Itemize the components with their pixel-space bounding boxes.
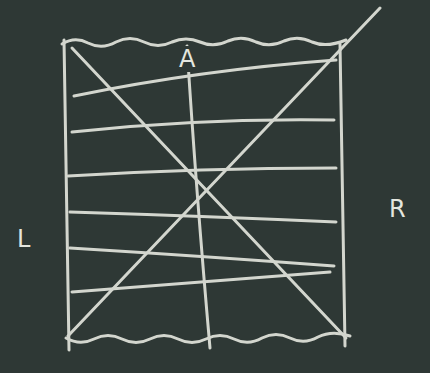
- right-boundary: [340, 44, 345, 346]
- wavy-top-boundary: [62, 38, 346, 46]
- slice-line: [70, 248, 334, 266]
- slice-line: [72, 272, 330, 292]
- left-boundary: [64, 40, 69, 350]
- slice-line: [68, 168, 336, 176]
- diagonal-line: [68, 8, 380, 336]
- region-label: L: [14, 226, 33, 252]
- slice-line: [74, 60, 336, 96]
- slice-line: [72, 120, 334, 132]
- slice-line: [70, 212, 336, 222]
- region-label: A: [176, 46, 198, 72]
- middle-line: [187, 46, 210, 348]
- diagonal-line: [72, 48, 346, 338]
- region-label: R: [386, 196, 409, 222]
